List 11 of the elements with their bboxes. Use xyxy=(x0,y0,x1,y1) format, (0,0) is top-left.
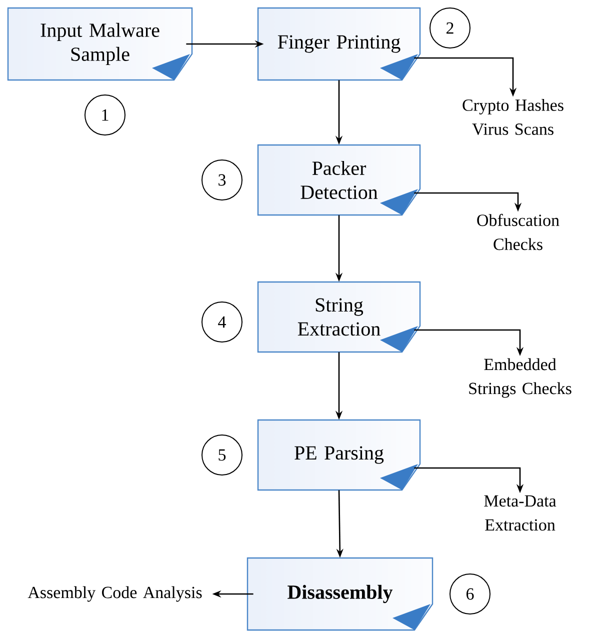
process-box: Finger Printing xyxy=(257,7,421,81)
output-label: Crypto Hashes Virus Scans xyxy=(462,98,564,135)
output-label: Meta-Data Extraction xyxy=(484,495,556,531)
output-label: Obfuscation Checks xyxy=(477,214,560,250)
process-box: String Extraction xyxy=(257,281,421,353)
process-box: PE Parsing xyxy=(257,419,421,491)
process-box: Disassembly xyxy=(246,557,434,631)
process-box: Packer Detection xyxy=(257,144,421,216)
output-label: Assembly Code Analysis xyxy=(28,586,202,602)
output-label: Embedded Strings Checks xyxy=(469,358,572,398)
process-box: Input Malware Sample xyxy=(7,7,193,81)
